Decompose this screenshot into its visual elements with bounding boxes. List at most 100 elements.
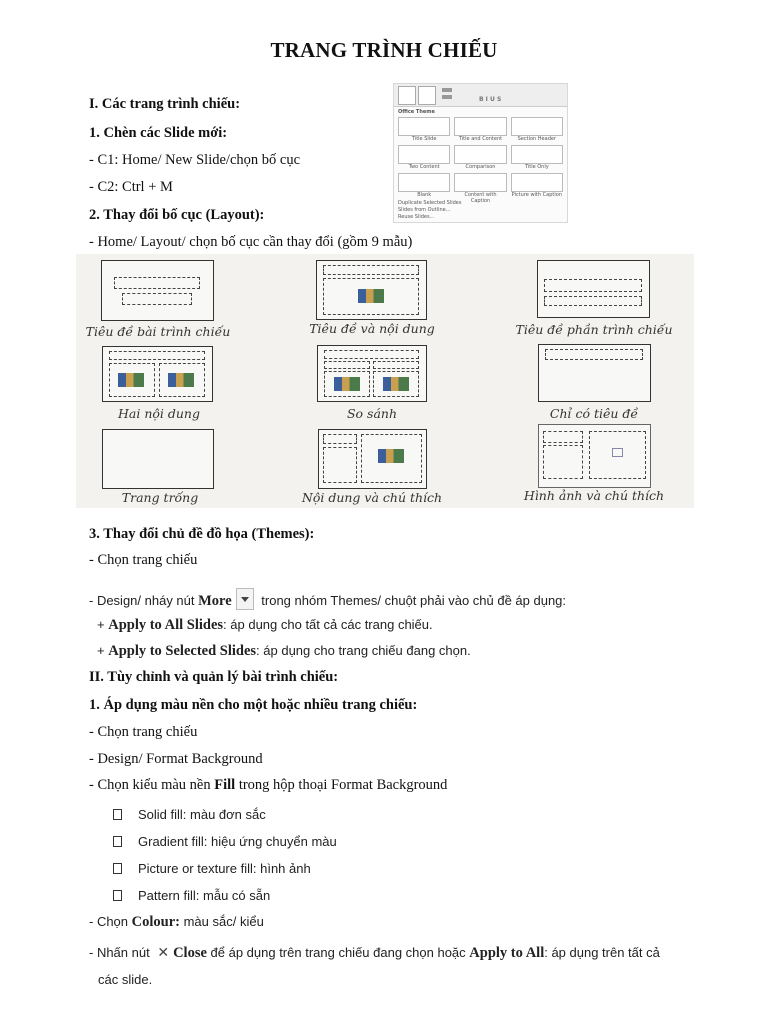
list-item-text: Pattern fill: mẫu có sẵn: [138, 888, 271, 903]
bold-icon: B I U S: [479, 96, 502, 103]
layout-thumb: Picture with Caption: [510, 173, 563, 198]
text-placeholder: [544, 296, 642, 306]
list-item: Solid fill: màu đơn sắc: [113, 807, 266, 822]
layout-thumb: Two Content: [398, 145, 451, 170]
content-placeholder: [361, 434, 422, 483]
picture-icon: [612, 448, 623, 457]
text-line: + Apply to All Slides: áp dụng cho tất c…: [97, 617, 433, 634]
menu-item: Duplicate Selected Slides: [398, 200, 462, 206]
section-heading: I. Các trang trình chiếu:: [89, 96, 241, 112]
menu-item: Slides from Outline...: [398, 207, 451, 213]
text-line: các slide.: [98, 972, 153, 987]
ribbon: B I U S: [394, 84, 567, 107]
picture-icon: [334, 377, 360, 391]
layout-icon: [442, 88, 452, 92]
text-span: - Design/ nháy nút: [89, 593, 199, 608]
layout-thumb: Title Slide: [398, 117, 451, 142]
office-theme-header: Office Theme: [398, 109, 435, 115]
content-placeholder: [159, 363, 205, 397]
bullet-icon: [113, 809, 122, 820]
layout-slide-title-content: [316, 260, 427, 320]
text-span: - Nhấn nút: [89, 945, 154, 960]
layout-slide-two-content: [102, 346, 213, 402]
list-item-text: Gradient fill: hiệu ứng chuyển màu: [138, 834, 337, 849]
content-placeholder: [373, 371, 419, 397]
more-label: More: [198, 593, 232, 609]
layout-caption: So sánh: [346, 406, 398, 421]
layout-caption: Trang trống: [121, 490, 199, 505]
layout-caption: Nội dung và chú thích: [301, 490, 443, 505]
close-label: Close: [173, 945, 207, 961]
picture-placeholder: [589, 431, 646, 479]
apply-selected-label: Apply to Selected Slides: [108, 643, 257, 659]
more-dropdown-icon: [235, 588, 254, 610]
text-span: : áp dụng trên tất cả: [544, 945, 660, 960]
content-placeholder: [109, 363, 155, 397]
heading-placeholder: [324, 361, 370, 369]
layout-thumb: Section Header: [510, 117, 563, 142]
apply-all-label: Apply to All: [469, 945, 545, 961]
text-line: + Apply to Selected Slides: áp dụng cho …: [97, 643, 471, 660]
text-line: - Home/ Layout/ chọn bố cục cần thay đổi…: [89, 234, 413, 250]
list-item: Gradient fill: hiệu ứng chuyển màu: [113, 834, 337, 849]
title-placeholder: [543, 431, 583, 443]
text-span: màu sắc/ kiểu: [179, 914, 264, 929]
layout-samples-panel: Tiêu đề bài trình chiếu Tiêu đề và nội d…: [76, 254, 694, 508]
layout-thumb: Title Only: [510, 145, 563, 170]
text-line: - Design/ Format Background: [89, 751, 263, 767]
text-line: - Chọn Colour: màu sắc/ kiểu: [89, 914, 264, 931]
text-span: trong hộp thoại Format Background: [235, 777, 448, 793]
list-item-text: Picture or texture fill: hình ảnh: [138, 861, 311, 876]
layout-caption: Hình ảnh và chú thích: [523, 488, 665, 503]
text-span: - Chọn kiểu màu nền: [89, 777, 215, 793]
text-span: +: [97, 617, 109, 632]
text-line: - C1: Home/ New Slide/chọn bố cục: [89, 152, 301, 168]
text-span: - Chọn: [89, 914, 132, 929]
reuse-slides-icon: [418, 86, 436, 105]
text-span: : áp dụng cho tất cả các trang chiếu.: [223, 617, 433, 632]
picture-icon: [358, 289, 384, 303]
layout-caption: Tiêu đề phần trình chiếu: [515, 322, 673, 337]
title-placeholder: [324, 350, 419, 359]
picture-icon: [383, 377, 409, 391]
layout-slide-content-caption: [318, 429, 427, 489]
layout-thumb: Comparison: [454, 145, 507, 170]
text-line: - Nhấn nút ✕Close để áp dụng trên trang …: [89, 945, 660, 962]
text-line: - Chọn trang chiếu: [89, 724, 198, 740]
title-placeholder: [323, 265, 419, 275]
layout-thumb: Content with Caption: [454, 173, 507, 204]
close-icon: ✕: [157, 945, 170, 961]
list-item: Pattern fill: mẫu có sẵn: [113, 888, 270, 903]
title-placeholder: [323, 434, 357, 444]
text-placeholder: [323, 447, 357, 483]
slide-menu: Duplicate Selected Slides Slides from Ou…: [394, 198, 567, 222]
title-placeholder: [545, 349, 643, 360]
section-icon: [442, 95, 452, 99]
subsection-heading: 1. Chèn các Slide mới:: [89, 125, 228, 141]
text-span: để áp dụng trên trang chiếu đang chọn ho…: [206, 945, 470, 960]
title-placeholder: [544, 279, 642, 292]
layout-slide-title: [101, 260, 214, 321]
subsection-heading: 1. Áp dụng màu nền cho một hoặc nhiều tr…: [89, 697, 418, 713]
layout-caption: Tiêu đề và nội dung: [309, 321, 435, 336]
layout-caption: Chỉ có tiêu đề: [549, 406, 639, 421]
list-item-text: Solid fill: màu đơn sắc: [138, 807, 266, 822]
layout-thumb: Title and Content: [454, 117, 507, 142]
subtitle-placeholder: [122, 293, 192, 305]
colour-label: Colour:: [131, 914, 180, 930]
layout-slide-picture-caption: [538, 424, 651, 488]
bullet-icon: [113, 863, 122, 874]
theme-thumb-grid: Title Slide Title and Content Section He…: [394, 117, 567, 204]
office-theme-screenshot: B I U S Office Theme Title Slide Title a…: [393, 83, 568, 223]
layout-slide-blank: [102, 429, 214, 489]
picture-icon: [118, 373, 144, 387]
title-placeholder: [109, 351, 205, 360]
menu-item: Reuse Slides...: [398, 214, 435, 220]
text-span: trong nhóm Themes/ chuột phải vào chủ đề…: [257, 593, 567, 608]
section-heading: II. Tùy chỉnh và quản lý bài trình chiếu…: [89, 669, 339, 685]
text-placeholder: [543, 445, 583, 479]
content-placeholder: [323, 278, 419, 315]
picture-icon: [168, 373, 194, 387]
text-span: +: [97, 643, 109, 658]
content-placeholder: [324, 371, 370, 397]
